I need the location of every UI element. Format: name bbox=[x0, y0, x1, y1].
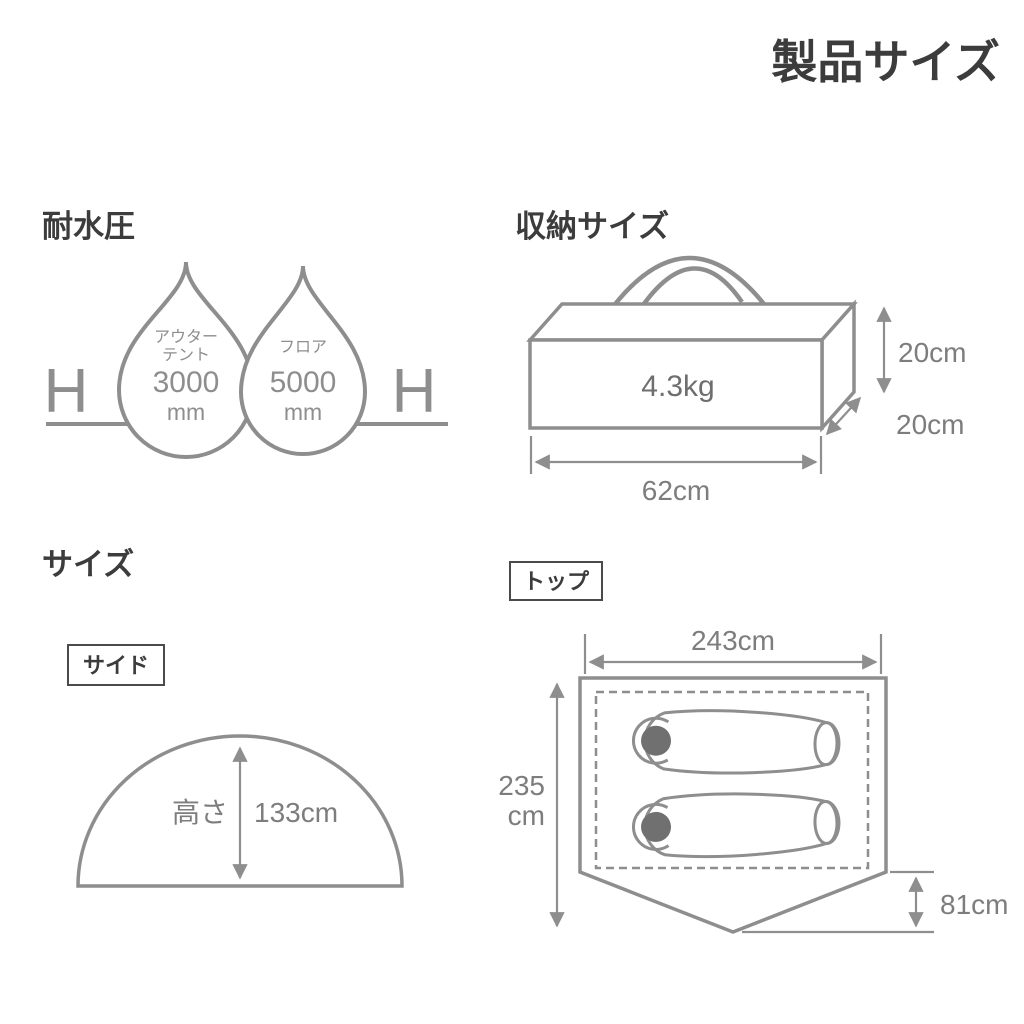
side-label-box bbox=[67, 644, 165, 686]
drop-outer-value: 3000 bbox=[153, 366, 220, 399]
water-column-right-label: H bbox=[392, 357, 437, 426]
top-width-value: 243cm bbox=[691, 625, 775, 656]
tent-height-label: 高さ bbox=[172, 797, 228, 828]
carry-handle-inner bbox=[639, 266, 744, 310]
storage-heading: 収納サイズ bbox=[515, 209, 669, 244]
drop-outer-unit: mm bbox=[167, 399, 205, 425]
tent-height-value: 133cm bbox=[254, 797, 338, 828]
sleeping-bag-2 bbox=[631, 789, 842, 861]
drop-floor-unit: mm bbox=[284, 399, 322, 425]
drop-outer-label-line1: アウター bbox=[154, 328, 218, 346]
storage-width-value: 62cm bbox=[642, 475, 710, 506]
water-drop-floor bbox=[238, 265, 368, 456]
water-column-left-label: H bbox=[44, 357, 89, 426]
drop-floor-value: 5000 bbox=[270, 366, 337, 399]
drop-floor-label: フロア bbox=[279, 339, 327, 356]
drop-outer-label-line2: テント bbox=[162, 347, 210, 364]
top-depth-unit: cm bbox=[508, 800, 545, 831]
storage-bag-front-face bbox=[528, 338, 824, 430]
side-label: サイド bbox=[83, 653, 149, 678]
water-drop-outer-tent bbox=[116, 261, 256, 459]
size-top-section: トップ 243cm 235 cm 81cm bbox=[498, 561, 1008, 934]
carry-handle-outer bbox=[610, 255, 766, 310]
tent-inner-floor-dashed bbox=[594, 690, 870, 870]
top-depth-value: 235 bbox=[498, 770, 545, 801]
storage-depth-arrow bbox=[825, 396, 862, 436]
storage-height-value: 20cm bbox=[898, 337, 966, 368]
sleeping-bag-1 bbox=[631, 707, 842, 777]
size-heading: サイズ bbox=[42, 547, 134, 582]
storage-weight: 4.3kg bbox=[641, 370, 714, 403]
top-label: トップ bbox=[523, 569, 590, 594]
page-title: 製品サイズ bbox=[771, 36, 1000, 88]
storage-size-section: 収納サイズ 4.3kg 20cm 20cm 62cm bbox=[515, 209, 966, 506]
storage-depth-value: 20cm bbox=[896, 409, 964, 440]
water-resistance-heading: 耐水圧 bbox=[42, 209, 135, 244]
water-resistance-section: 耐水圧 H H アウター テント 3000 mm フロア 5000 mm bbox=[42, 209, 448, 459]
top-label-box bbox=[509, 561, 603, 601]
storage-bag-top-face bbox=[526, 302, 858, 342]
size-side-section: サイズ サイド 高さ 133cm bbox=[42, 547, 404, 888]
vestibule-value: 81cm bbox=[940, 889, 1008, 920]
